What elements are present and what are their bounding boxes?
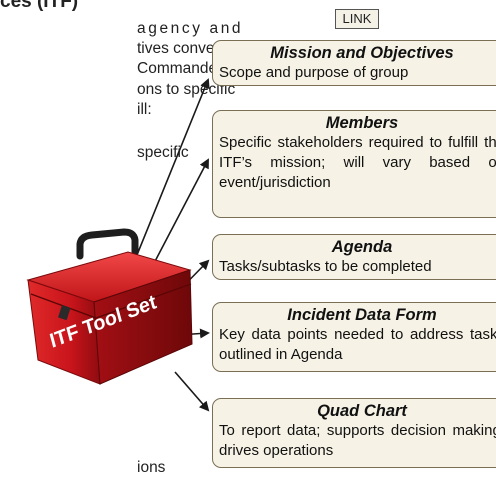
card-title: Mission and Objectives <box>270 44 454 62</box>
section-heading-fragment: ces (ITF) <box>0 0 79 12</box>
card-description: Key data points needed to address tasks … <box>219 326 496 363</box>
body-line-7: ions <box>137 459 166 476</box>
link-button[interactable]: LINK <box>335 9 379 29</box>
card-title: Members <box>325 114 399 132</box>
itf-toolbox-illustration: ITF Tool Set <box>26 228 193 385</box>
body-line-1: agency and <box>137 20 244 37</box>
card-incident-data-form: Incident Data Form Key data points neede… <box>212 302 496 372</box>
arrow-mission <box>125 78 210 283</box>
card-title: Quad Chart <box>317 402 407 420</box>
body-line-4: ons to specific <box>137 81 236 98</box>
card-description: Specific stakeholders required to fulfil… <box>219 134 496 191</box>
body-line-5: ill: <box>137 101 152 118</box>
body-line-6: specific <box>137 144 189 161</box>
card-description: To report data; supports decision making… <box>219 422 496 459</box>
card-agenda: Agenda Tasks/subtasks to be completed <box>212 234 496 280</box>
card-mission-objectives: Mission and Objectives Scope and purpose… <box>212 40 496 86</box>
arrow-quad-chart <box>174 371 210 412</box>
card-description: Tasks/subtasks to be completed <box>219 258 432 275</box>
card-title: Agenda <box>331 238 393 256</box>
card-description: Scope and purpose of group <box>219 64 409 81</box>
card-title: Incident Data Form <box>287 306 437 324</box>
card-quad-chart: Quad Chart To report data; supports deci… <box>212 398 496 468</box>
card-members: Members Specific stakeholders required t… <box>212 110 496 218</box>
